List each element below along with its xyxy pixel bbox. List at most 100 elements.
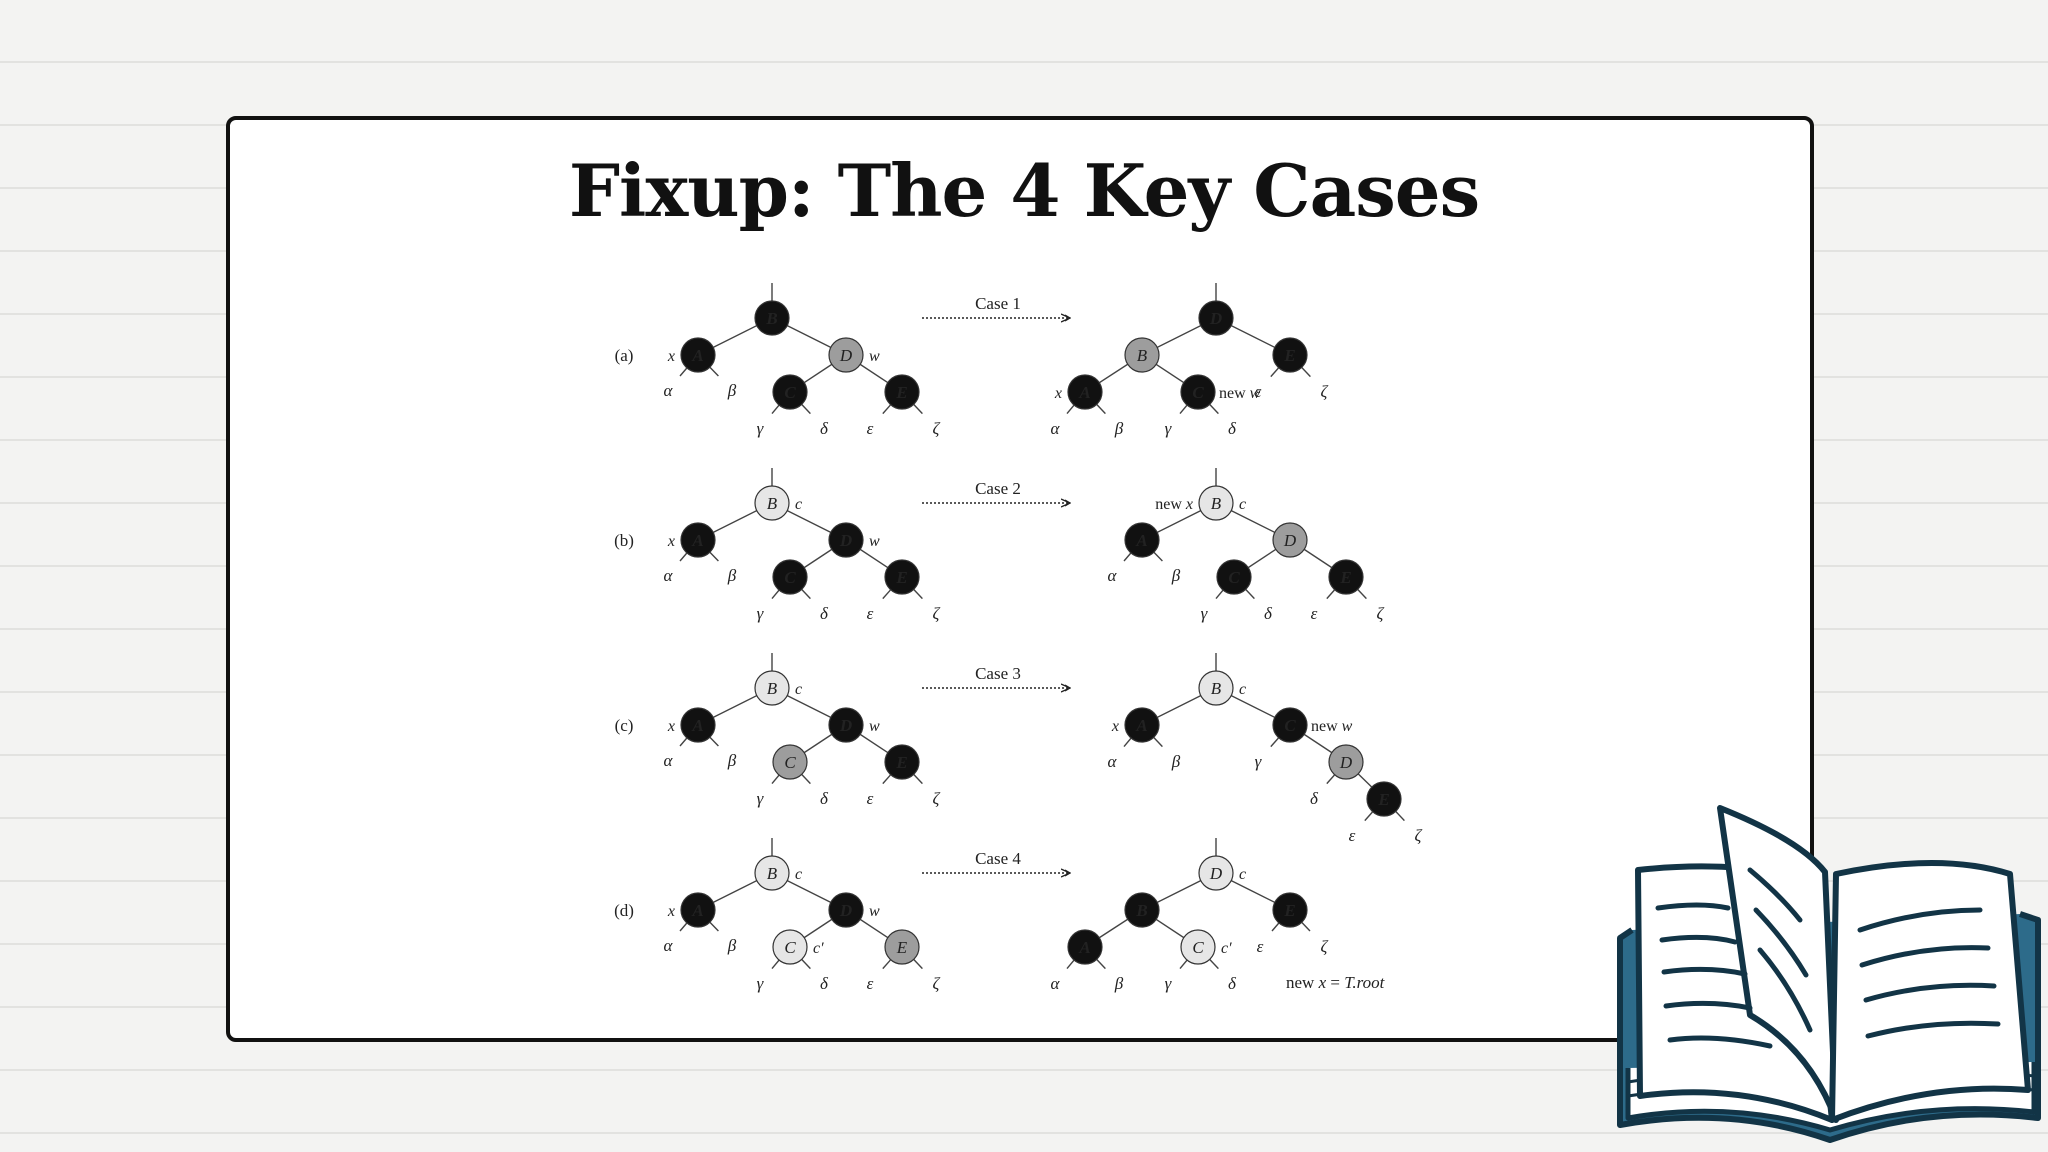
tree-node-e xyxy=(884,929,920,965)
tree-node-key: E xyxy=(895,568,907,587)
tree-node-d xyxy=(1272,522,1308,558)
subtree-label: β xyxy=(727,381,737,400)
tree-node-c xyxy=(772,744,808,780)
tree-node-b xyxy=(1124,892,1160,928)
node-tag: c xyxy=(795,866,802,883)
tree-node-c xyxy=(772,929,808,965)
tree-node-key: D xyxy=(1209,309,1222,328)
subtree-label: ε xyxy=(867,789,874,808)
subtree-label: δ xyxy=(820,789,829,808)
subtree-label: ε xyxy=(1255,382,1262,401)
tree-node-b xyxy=(1124,337,1160,373)
tree-node-b xyxy=(754,670,790,706)
tree-node-a xyxy=(680,337,716,373)
subtree-label: δ xyxy=(1264,604,1273,623)
tree-node-key: B xyxy=(765,309,777,328)
case-label: Case 2 xyxy=(975,479,1021,498)
tree-node-key: D xyxy=(839,716,852,735)
tree-node-key: C xyxy=(784,938,796,957)
subtree-label: ζ xyxy=(1415,826,1423,845)
subtree-label: δ xyxy=(820,419,829,438)
subtree-label: ε xyxy=(1311,604,1318,623)
node-tag: x xyxy=(667,348,675,365)
subtree-label: δ xyxy=(820,604,829,623)
tree-node-key: E xyxy=(896,938,908,957)
tree-node-key: A xyxy=(1135,716,1147,735)
subtree-label: α xyxy=(664,936,674,955)
node-tag: c xyxy=(1239,681,1246,698)
tree-node-d xyxy=(828,892,864,928)
tree-node-c xyxy=(1216,559,1252,595)
case-label: Case 3 xyxy=(975,664,1021,683)
tree-node-key: B xyxy=(1211,494,1222,513)
node-tag: w xyxy=(869,718,880,735)
tree-node-key: E xyxy=(1339,568,1351,587)
tree-node-key: A xyxy=(1135,531,1147,550)
tree-node-e xyxy=(1366,781,1402,817)
subtree-label: γ xyxy=(1255,752,1263,771)
tree-node-d xyxy=(1198,855,1234,891)
subtree-label: ζ xyxy=(933,419,941,438)
tree-node-b xyxy=(754,300,790,336)
subtree-label: γ xyxy=(757,974,765,993)
subtree-label: β xyxy=(727,566,737,585)
node-tag: x xyxy=(1054,385,1062,402)
tree-node-key: E xyxy=(895,753,907,772)
subtree-label: β xyxy=(1171,566,1181,585)
tree-node-a xyxy=(680,892,716,928)
subtree-label: β xyxy=(727,751,737,770)
node-tag: c′ xyxy=(813,940,824,957)
tree-node-c xyxy=(1180,929,1216,965)
tree-node-key: A xyxy=(691,901,703,920)
tree-node-c xyxy=(1272,707,1308,743)
tree-node-key: B xyxy=(767,679,778,698)
node-tag: x xyxy=(667,718,675,735)
tree-node-key: D xyxy=(839,346,853,365)
node-tag: w xyxy=(869,348,880,365)
tree-node-a xyxy=(680,707,716,743)
tree-node-e xyxy=(884,374,920,410)
node-tag: x xyxy=(667,533,675,550)
tree-node-key: C xyxy=(784,753,796,772)
tree-node-e xyxy=(1328,559,1364,595)
node-tag: c′ xyxy=(1221,940,1232,957)
subtree-label: δ xyxy=(1310,789,1319,808)
node-tag: c xyxy=(1239,496,1246,513)
slide-card xyxy=(226,116,1814,1042)
subtree-label: ζ xyxy=(933,974,941,993)
tree-node-key: E xyxy=(895,383,907,402)
subtree-label: β xyxy=(1114,419,1124,438)
tree-node-key: C xyxy=(1228,568,1240,587)
tree-node-a xyxy=(1067,929,1103,965)
tree-node-c xyxy=(1180,374,1216,410)
tree-node-key: E xyxy=(1283,346,1295,365)
case-row-label: (d) xyxy=(614,901,634,920)
subtree-label: γ xyxy=(757,604,765,623)
tree-node-a xyxy=(680,522,716,558)
node-tag: x xyxy=(667,903,675,920)
tree-node-key: D xyxy=(1283,531,1297,550)
tree-node-key: B xyxy=(767,494,778,513)
tree-node-key: D xyxy=(839,531,852,550)
subtree-label: α xyxy=(664,381,674,400)
tree-node-key: E xyxy=(1377,790,1389,809)
subtree-label: α xyxy=(1051,419,1061,438)
subtree-label: α xyxy=(664,566,674,585)
tree-node-b xyxy=(754,485,790,521)
tree-node-d xyxy=(1328,744,1364,780)
tree-node-a xyxy=(1067,374,1103,410)
tree-node-key: D xyxy=(839,901,852,920)
new-x-root-note: new x = T.root xyxy=(1286,973,1386,992)
open-book-icon xyxy=(1617,805,2041,1143)
tree-node-key: E xyxy=(1283,901,1295,920)
subtree-label: γ xyxy=(1165,974,1173,993)
subtree-label: ε xyxy=(867,604,874,623)
subtree-label: β xyxy=(727,936,737,955)
case-row-label: (a) xyxy=(615,346,634,365)
tree-node-c xyxy=(772,374,808,410)
subtree-label: ζ xyxy=(1377,604,1385,623)
tree-node-a xyxy=(1124,707,1160,743)
node-tag: c xyxy=(1239,866,1246,883)
